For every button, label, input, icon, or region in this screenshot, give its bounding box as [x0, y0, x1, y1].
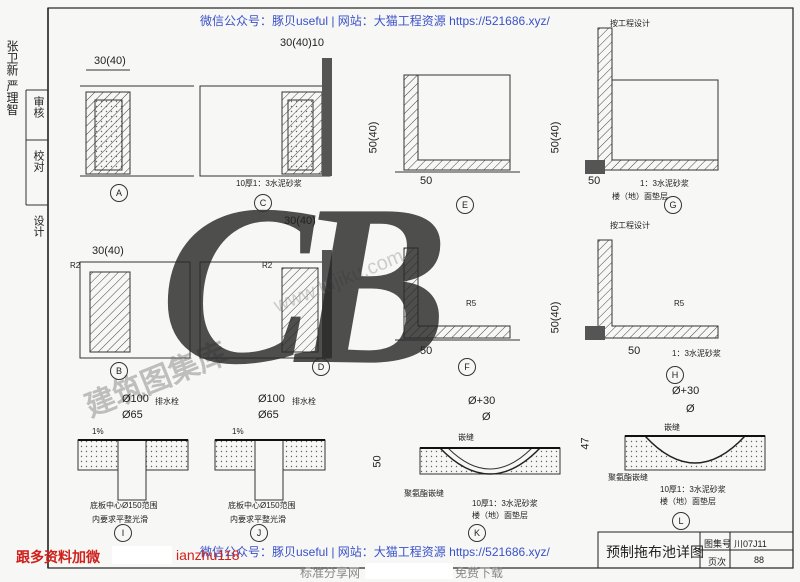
note-c-mortar: 10厚1：3水泥砂浆: [236, 179, 302, 188]
detail-c: [199, 58, 332, 177]
detail-k: [419, 447, 561, 475]
note-j-mid: 底板中心Ø150范围: [228, 501, 296, 510]
dim-e-h: 50: [420, 175, 433, 187]
note-i-drain: 排水栓: [155, 397, 179, 406]
note-j-low: 内要求平整光滑: [230, 515, 286, 524]
dim-j2: Ø65: [258, 409, 279, 421]
redaction-box-2: [365, 563, 453, 579]
note-i-slope: 1%: [92, 427, 104, 436]
detail-f: [395, 247, 520, 341]
detail-i: [77, 439, 189, 501]
label-k: K: [468, 524, 486, 542]
detail-g: [585, 27, 719, 174]
dim-l-in: Ø: [686, 403, 695, 415]
dim-c: 30(40)10: [280, 37, 325, 49]
dim-k-in: Ø: [482, 411, 491, 423]
label-a: A: [110, 184, 128, 202]
label-j: J: [250, 524, 268, 542]
note-r2-d: R2: [262, 261, 273, 270]
atlas-no: 川07J11: [734, 539, 767, 549]
dim-g-v: 50(40): [549, 121, 562, 154]
note-k-mortar: 10厚1：3水泥砂浆: [472, 499, 538, 508]
note-k-floor: 楼（地）面垫层: [472, 511, 528, 520]
note-j-drain: 排水栓: [292, 397, 316, 406]
dim-e-v: 50(40): [367, 121, 380, 154]
sidebar-grid: [25, 89, 48, 206]
note-k-edge: 嵌缝: [458, 433, 474, 442]
note-i-mid: 底板中心Ø150范围: [90, 501, 158, 510]
label-b: B: [110, 362, 128, 380]
note-g-mortar: 1：3水泥砂浆: [640, 179, 689, 188]
sidebar-design: 设计: [32, 215, 44, 237]
label-e: E: [456, 196, 474, 214]
dim-l-top: Ø+30: [672, 385, 700, 397]
note-l-edge: 嵌缝: [664, 423, 680, 432]
note-r5-h: R5: [674, 299, 685, 308]
dim-i1: Ø100: [122, 393, 149, 405]
dim-h-v: 50(40): [549, 301, 562, 334]
note-l-mortar: 10厚1：3水泥砂浆: [660, 485, 726, 494]
detail-l: [624, 435, 766, 471]
label-d: D: [312, 358, 330, 376]
redaction-box-1: [112, 546, 172, 564]
note-r2-b: R2: [70, 261, 81, 270]
note-g-design: 按工程设计: [610, 19, 650, 28]
title-block: [597, 531, 794, 569]
promo-red: 跟多资料加微: [16, 549, 100, 565]
note-k-seal: 聚氨酯嵌缝: [404, 489, 444, 498]
label-g: G: [664, 196, 682, 214]
watermark-bottom: 微信公众号：豚贝useful | 网站：大猫工程资源 https://52168…: [200, 545, 550, 559]
detail-b: [79, 261, 191, 359]
note-h-mortar: 1：3水泥砂浆: [672, 349, 721, 358]
logo-cb: CB: [160, 157, 449, 412]
dim-a: 30(40): [94, 55, 126, 67]
dim-k-v: 50: [371, 455, 384, 468]
footer-right: 免费下载: [455, 566, 504, 580]
sheet-title: 预制拖布池详图: [606, 544, 704, 560]
page-no: 88: [754, 555, 765, 565]
note-g-floor: 楼（地）面垫层: [612, 192, 668, 201]
note-j-slope: 1%: [232, 427, 244, 436]
dim-l-v: 47: [579, 437, 592, 450]
watermark-top: 微信公众号：豚贝useful | 网站：大猫工程资源 https://52168…: [200, 14, 550, 28]
dim-h-h: 50: [628, 345, 641, 357]
detail-e: [395, 74, 520, 173]
note-l-floor: 楼（地）面垫层: [660, 497, 716, 506]
dim-k-top: Ø+30: [468, 395, 496, 407]
note-l-seal: 聚氨酯嵌缝: [608, 473, 648, 482]
detail-j: [214, 439, 326, 501]
sidebar-signatures: 张卫新 严理智: [5, 40, 19, 116]
dim-d: 30(40): [284, 215, 316, 227]
label-f: F: [458, 358, 476, 376]
label-c: C: [254, 194, 272, 212]
atlas-label: 图集号: [704, 539, 732, 549]
dim-i2: Ø65: [122, 409, 143, 421]
dim-g-h: 50: [588, 175, 601, 187]
sidebar-review: 审核: [32, 96, 44, 118]
label-i: I: [114, 524, 132, 542]
dim-f-h: 50: [420, 345, 433, 357]
detail-a: [80, 69, 194, 177]
page-label: 页次: [708, 557, 727, 567]
promo-id: ianzhu118: [176, 547, 240, 563]
detail-h: [585, 239, 719, 340]
dim-b: 30(40): [92, 245, 124, 257]
dim-j1: Ø100: [258, 393, 285, 405]
detail-d: [199, 250, 332, 359]
note-r5-f: R5: [466, 299, 477, 308]
note-i-low: 内要求平整光滑: [92, 515, 148, 524]
label-h: H: [666, 366, 684, 384]
sidebar-check: 校对: [32, 150, 44, 172]
note-h-design: 按工程设计: [610, 221, 650, 230]
label-l: L: [672, 512, 690, 530]
footer-left: 标准分享网: [300, 566, 361, 580]
